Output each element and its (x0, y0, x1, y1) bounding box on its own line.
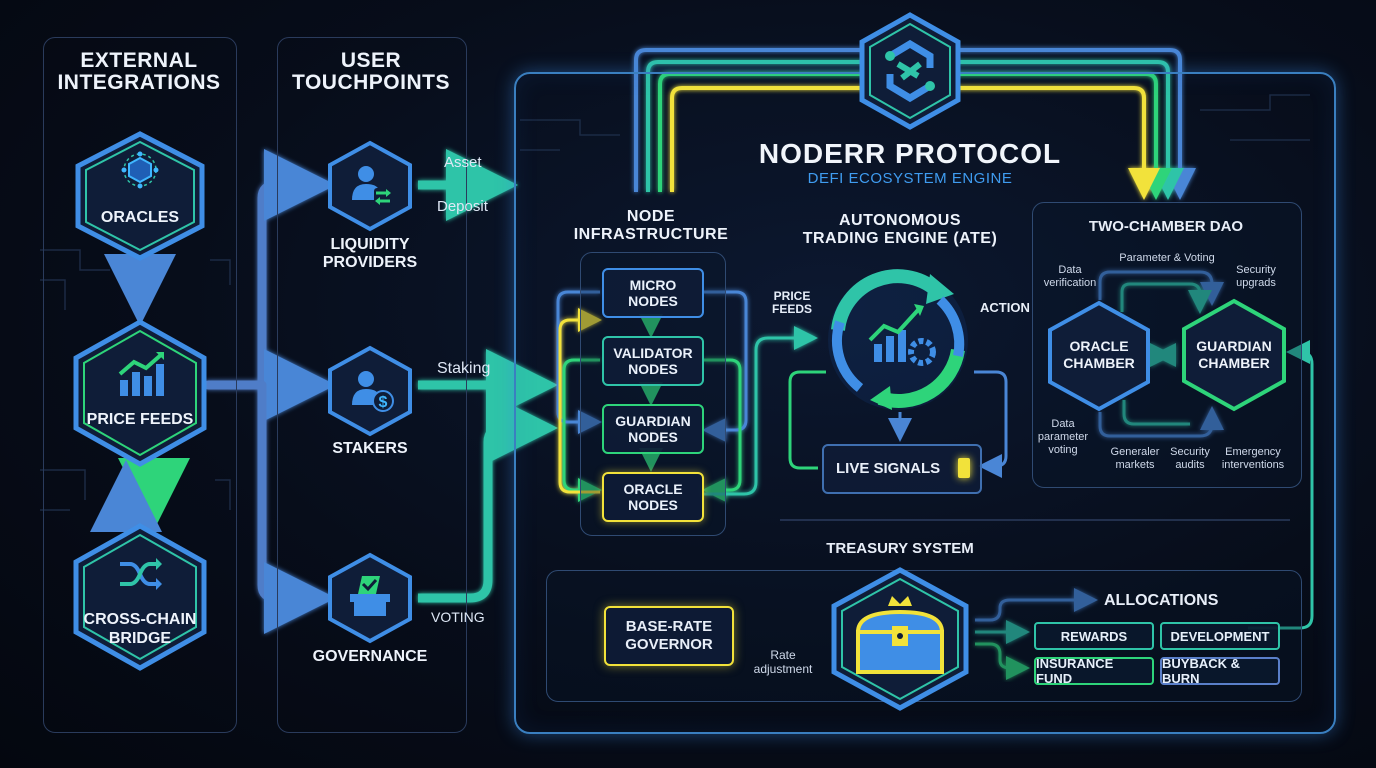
generaler-markets-label: Generaler markets (1110, 446, 1160, 471)
price-feeds-label: PRICE FEEDS (86, 411, 194, 428)
base-rate-governor-label: BASE-RATE GOVERNOR (625, 618, 713, 653)
protocol-subtitle: DEFI ECOSYSTEM ENGINE (807, 170, 1013, 187)
bar-chart-icon (116, 350, 166, 398)
oracles-label: ORACLES (100, 209, 180, 226)
user-touchpoints-title: USER TOUCHPOINTS (292, 49, 450, 94)
protocol-title: NODERR PROTOCOL (758, 138, 1062, 169)
rate-adjustment-label: Rate adjustment (753, 648, 813, 676)
rewards-allocation[interactable]: REWARDS (1034, 622, 1154, 650)
cross-chain-bridge-label: CROSS-CHAIN BRIDGE (83, 611, 197, 647)
insurance-fund-allocation[interactable]: INSURANCE FUND (1034, 656, 1154, 686)
live-signals-box[interactable]: LIVE SIGNALS (822, 444, 982, 494)
guardian-chamber-label: GUARDIAN CHAMBER (1196, 338, 1272, 371)
validator-nodes[interactable]: VALIDATOR NODES (602, 336, 704, 386)
micro-nodes[interactable]: MICRO NODES (602, 268, 704, 318)
data-verification-label: Data verification (1043, 264, 1097, 289)
user-dollar-icon: $ (348, 367, 394, 413)
emergency-interventions-label: Emergency interventions (1221, 446, 1285, 471)
ballot-box-icon (346, 572, 394, 620)
price-feeds-ate-label: PRICE FEEDS (771, 289, 812, 316)
user-exchange-icon (348, 162, 394, 208)
treasury-title: TREASURY SYSTEM (826, 540, 974, 557)
development-allocation[interactable]: DEVELOPMENT (1160, 622, 1280, 650)
oracle-chamber-label: ORACLE CHAMBER (1063, 338, 1135, 371)
voting-label: VOTING (431, 609, 485, 625)
base-rate-governor[interactable]: BASE-RATE GOVERNOR (604, 606, 734, 666)
buyback-burn-allocation[interactable]: BUYBACK & BURN (1160, 656, 1280, 686)
security-audits-label: Security audits (1170, 446, 1210, 471)
svg-text:$: $ (379, 394, 388, 411)
allocations-label: ALLOCATIONS (1104, 592, 1219, 609)
cross-chain-bridge-node[interactable]: CROSS-CHAIN BRIDGE (70, 522, 210, 672)
oracle-nodes[interactable]: ORACLE NODES (602, 472, 704, 522)
action-label: ACTION (980, 300, 1030, 315)
security-upgrades-label: Security upgrads (1236, 264, 1276, 289)
external-integrations-title: EXTERNAL INTEGRATIONS (57, 49, 221, 94)
shuffle-arrows-icon (118, 556, 162, 592)
stakers-node[interactable]: $ (324, 345, 416, 437)
guardian-nodes[interactable]: GUARDIAN NODES (602, 404, 704, 454)
signal-lamp-icon (958, 458, 970, 478)
price-feeds-node[interactable]: PRICE FEEDS (70, 318, 210, 468)
oracles-node[interactable]: ORACLES (70, 130, 210, 262)
asset-label: Asset (444, 154, 482, 171)
treasure-chest-icon[interactable] (828, 566, 972, 712)
dao-title: TWO-CHAMBER DAO (1088, 218, 1244, 235)
staking-label: Staking (437, 360, 491, 377)
liquidity-providers-label: LIQUIDITY PROVIDERS (322, 236, 418, 271)
deposit-label: Deposit (437, 198, 488, 215)
cycle-gear-chart-icon[interactable] (818, 260, 978, 420)
governance-label: GOVERNANCE (312, 648, 428, 665)
external-integrations-panel (43, 37, 237, 733)
noderr-logo-icon[interactable] (858, 12, 962, 130)
guardian-chamber[interactable]: GUARDIAN CHAMBER (1180, 298, 1288, 412)
governance-node[interactable] (324, 552, 416, 644)
user-touchpoints-panel (277, 37, 467, 733)
oracle-chamber[interactable]: ORACLE CHAMBER (1046, 300, 1152, 412)
cube-network-icon (120, 150, 160, 190)
parameter-voting-label: Parameter & Voting (1119, 252, 1215, 264)
live-signals-label: LIVE SIGNALS (836, 460, 941, 477)
ate-title: AUTONOMOUS TRADING ENGINE (ATE) (802, 212, 998, 247)
liquidity-providers-node[interactable] (324, 140, 416, 232)
data-parameter-voting-label: Data parameter voting (1037, 418, 1089, 456)
node-infrastructure-title: NODE INFRASTRUCTURE (573, 208, 729, 243)
stakers-label: STAKERS (332, 440, 408, 457)
